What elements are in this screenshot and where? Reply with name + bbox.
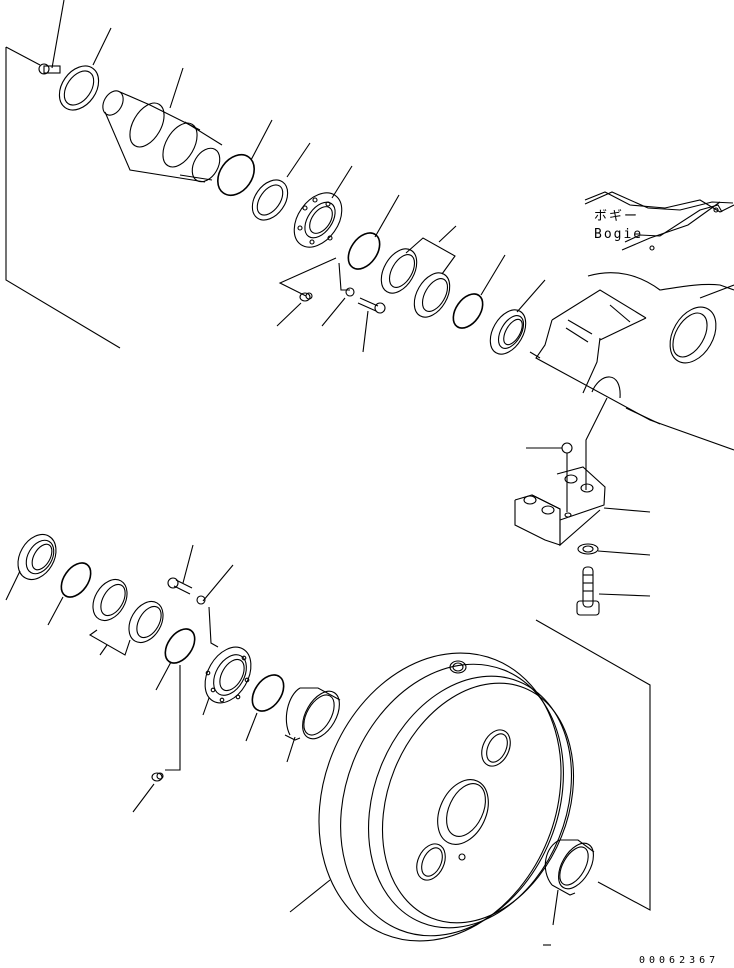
bushing-icon xyxy=(380,248,451,318)
o-ring-icon xyxy=(164,628,196,664)
o-ring-icon xyxy=(347,232,381,270)
floating-seal-icon xyxy=(17,533,57,581)
leader-lines-upper xyxy=(51,0,546,353)
washer-icon xyxy=(345,287,355,297)
bolt-icon xyxy=(576,566,651,616)
o-ring-icon xyxy=(217,153,255,197)
drawing-number: 00062367 xyxy=(639,955,720,966)
washer-icon xyxy=(196,595,206,605)
leader-lines-lower xyxy=(5,544,559,926)
bogie-callout-outline xyxy=(584,191,734,251)
bogie-frame-icon xyxy=(529,191,734,451)
o-ring-icon xyxy=(60,562,92,598)
o-ring-icon xyxy=(251,674,285,712)
shaft-icon xyxy=(102,90,223,183)
plug-icon xyxy=(299,292,313,302)
upper-group-bracket xyxy=(5,46,121,349)
bolt-icon xyxy=(38,63,61,75)
retainer-flange-icon xyxy=(204,646,252,704)
thrust-washer-icon xyxy=(251,179,289,221)
bolt-icon xyxy=(357,297,386,314)
o-ring-icon xyxy=(452,293,484,329)
lower-group-bracket xyxy=(535,619,651,911)
cap-block-icon xyxy=(514,442,651,547)
retainer-flange-icon xyxy=(293,192,343,248)
plug-icon xyxy=(151,772,164,782)
bogie-label-english: Bogie xyxy=(594,227,644,242)
bushing-icon xyxy=(284,687,341,741)
leader-line xyxy=(585,397,608,490)
washer-icon xyxy=(577,543,651,556)
floating-seal-icon xyxy=(489,309,527,355)
idler-wheel-icon xyxy=(318,652,575,942)
thrust-washer-icon xyxy=(58,65,100,111)
bushing-icon xyxy=(92,578,164,644)
bogie-label-japanese: ボギー xyxy=(594,209,640,224)
bolt-icon xyxy=(167,577,193,595)
bushing-icon xyxy=(544,839,595,896)
